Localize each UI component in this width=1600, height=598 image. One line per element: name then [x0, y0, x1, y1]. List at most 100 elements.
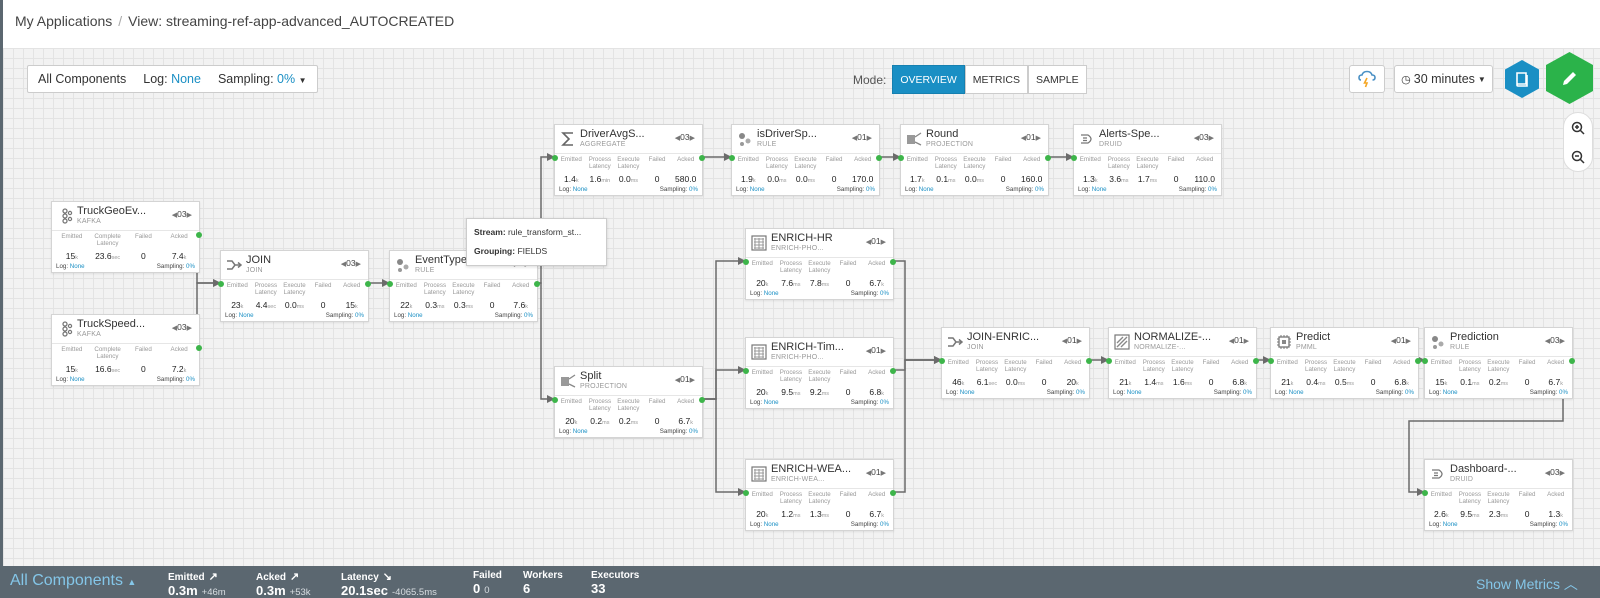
node-log[interactable]: Log: None: [750, 290, 779, 297]
node-log[interactable]: Log: None: [225, 312, 254, 319]
node-sampling[interactable]: Sampling: 0%: [157, 263, 195, 270]
parallelism-control[interactable]: ◀01▶: [852, 132, 872, 142]
increase-parallelism-icon[interactable]: ▶: [1243, 338, 1249, 345]
increase-parallelism-icon[interactable]: ▶: [880, 239, 886, 246]
node-log[interactable]: Log: None: [750, 399, 779, 406]
node-log[interactable]: Log: None: [1275, 389, 1304, 396]
parallelism-control[interactable]: ◀03▶: [675, 132, 695, 142]
time-range-dropdown[interactable]: ◷ 30 minutes ▼: [1394, 65, 1493, 93]
increase-parallelism-icon[interactable]: ▶: [1076, 338, 1082, 345]
decrease-parallelism-icon[interactable]: ◀: [340, 261, 347, 268]
edit-button[interactable]: [1546, 52, 1593, 104]
sampling-filter[interactable]: Sampling: 0% ▼: [218, 72, 307, 86]
zoom-in-icon[interactable]: [1571, 121, 1585, 135]
node-log[interactable]: Log: None: [750, 521, 779, 528]
parallelism-control[interactable]: ◀01▶: [866, 236, 886, 246]
show-metrics-toggle[interactable]: Show Metrics ︿: [1476, 574, 1578, 594]
node-sampling[interactable]: Sampling: 0%: [660, 428, 698, 435]
node-sampling[interactable]: Sampling: 0%: [326, 312, 364, 319]
parallelism-control[interactable]: ◀03▶: [172, 209, 192, 219]
decrease-parallelism-icon[interactable]: ◀: [1020, 135, 1027, 142]
node-log[interactable]: Log: None: [1429, 521, 1458, 528]
node-sampling[interactable]: Sampling: 0%: [851, 290, 889, 297]
decrease-parallelism-icon[interactable]: ◀: [1544, 470, 1551, 477]
node-sampling[interactable]: Sampling: 0%: [660, 186, 698, 193]
parallelism-control[interactable]: ◀03▶: [172, 322, 192, 332]
node-log[interactable]: Log: None: [736, 186, 765, 193]
parallelism-control[interactable]: ◀01▶: [1391, 335, 1411, 345]
node-log[interactable]: Log: None: [559, 186, 588, 193]
parallelism-control[interactable]: ◀01▶: [1021, 132, 1041, 142]
mode-sample-button[interactable]: SAMPLE: [1028, 65, 1087, 94]
increase-parallelism-icon[interactable]: ▶: [1559, 338, 1565, 345]
node-log[interactable]: Log: None: [394, 312, 423, 319]
log-filter[interactable]: Log: None: [143, 72, 201, 86]
node-log[interactable]: Log: None: [946, 389, 975, 396]
node-log[interactable]: Log: None: [56, 376, 85, 383]
decrease-parallelism-icon[interactable]: ◀: [865, 348, 872, 355]
increase-parallelism-icon[interactable]: ▶: [689, 377, 695, 384]
decrease-parallelism-icon[interactable]: ◀: [171, 212, 178, 219]
node-sampling[interactable]: Sampling: 0%: [1530, 521, 1568, 528]
increase-parallelism-icon[interactable]: ▶: [186, 325, 192, 332]
breadcrumb-root[interactable]: My Applications: [15, 13, 113, 29]
mode-overview-button[interactable]: OVERVIEW: [892, 65, 965, 94]
node-log[interactable]: Log: None: [1078, 186, 1107, 193]
parallelism-control[interactable]: ◀01▶: [1229, 335, 1249, 345]
all-components-filter[interactable]: All Components: [38, 72, 127, 86]
node-sampling[interactable]: Sampling: 0%: [1006, 186, 1044, 193]
increase-parallelism-icon[interactable]: ▶: [866, 135, 872, 142]
parallelism-control[interactable]: ◀01▶: [1062, 335, 1082, 345]
node-sampling[interactable]: Sampling: 0%: [851, 399, 889, 406]
increase-parallelism-icon[interactable]: ▶: [689, 135, 695, 142]
increase-parallelism-icon[interactable]: ▶: [1035, 135, 1041, 142]
node-sampling[interactable]: Sampling: 0%: [837, 186, 875, 193]
node-sampling[interactable]: Sampling: 0%: [1214, 389, 1252, 396]
node-sampling[interactable]: Sampling: 0%: [1530, 389, 1568, 396]
parallelism-control[interactable]: ◀01▶: [675, 374, 695, 384]
increase-parallelism-icon[interactable]: ▶: [880, 348, 886, 355]
increase-parallelism-icon[interactable]: ▶: [880, 470, 886, 477]
node-sampling[interactable]: Sampling: 0%: [1179, 186, 1217, 193]
node-sampling[interactable]: Sampling: 0%: [495, 312, 533, 319]
decrease-parallelism-icon[interactable]: ◀: [171, 325, 178, 332]
parallelism-control[interactable]: ◀01▶: [866, 345, 886, 355]
parallelism-control[interactable]: ◀01▶: [866, 467, 886, 477]
node-log[interactable]: Log: None: [1113, 389, 1142, 396]
zoom-out-icon[interactable]: [1571, 150, 1585, 164]
node-sampling[interactable]: Sampling: 0%: [1376, 389, 1414, 396]
decrease-parallelism-icon[interactable]: ◀: [1228, 338, 1235, 345]
increase-parallelism-icon[interactable]: ▶: [1208, 135, 1214, 142]
decrease-parallelism-icon[interactable]: ◀: [1390, 338, 1397, 345]
decrease-parallelism-icon[interactable]: ◀: [865, 470, 872, 477]
parallelism-control[interactable]: ◀03▶: [1545, 335, 1565, 345]
decrease-parallelism-icon[interactable]: ◀: [865, 239, 872, 246]
parallelism-control[interactable]: ◀03▶: [341, 258, 361, 268]
footer-all-components[interactable]: All Components ▲: [10, 572, 136, 590]
decrease-parallelism-icon[interactable]: ◀: [851, 135, 858, 142]
increase-parallelism-icon[interactable]: ▶: [186, 212, 192, 219]
increase-parallelism-icon[interactable]: ▶: [1559, 470, 1565, 477]
increase-parallelism-icon[interactable]: ▶: [355, 261, 361, 268]
node-log[interactable]: Log: None: [905, 186, 934, 193]
mode-metrics-button[interactable]: METRICS: [964, 65, 1029, 94]
node-sampling[interactable]: Sampling: 0%: [851, 521, 889, 528]
node-sampling[interactable]: Sampling: 0%: [1047, 389, 1085, 396]
node-log[interactable]: Log: None: [1429, 389, 1458, 396]
decrease-parallelism-icon[interactable]: ◀: [1061, 338, 1068, 345]
